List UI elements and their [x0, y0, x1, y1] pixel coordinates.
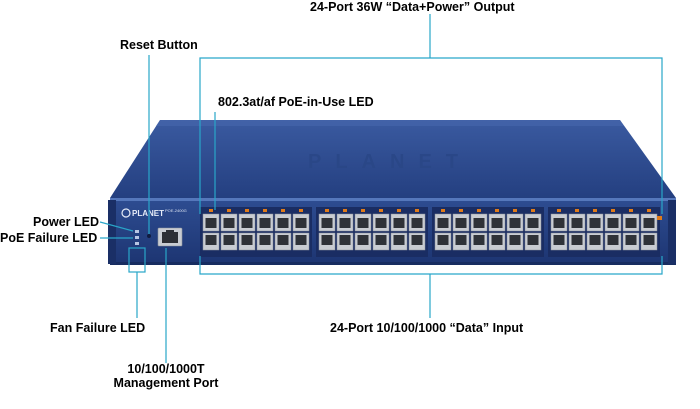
poe-in-use-led — [415, 209, 419, 212]
rj45-socket — [491, 235, 503, 245]
rj45-socket — [643, 235, 655, 245]
status-led-panel — [135, 230, 151, 245]
output-ports-label: 24-Port 36W “Data+Power” Output — [310, 0, 515, 14]
poe-in-use-led — [245, 209, 249, 212]
poe-in-use-led — [441, 209, 445, 212]
poe-in-use-led — [575, 209, 579, 212]
management-port-label: 10/100/1000T Management Port — [108, 362, 224, 390]
rj45-socket — [321, 218, 333, 228]
rj45-socket — [357, 218, 369, 228]
rj45-socket — [553, 235, 565, 245]
rj45-socket — [357, 235, 369, 245]
rj45-socket — [509, 218, 521, 228]
rj45-socket — [259, 235, 271, 245]
rj45-socket — [589, 218, 601, 228]
rj45-socket — [339, 218, 351, 228]
rj45-socket — [295, 218, 307, 228]
poe-in-use-led — [611, 209, 615, 212]
switch-top-cover — [110, 120, 676, 198]
poe-in-use-led — [495, 209, 499, 212]
poe-in-use-led — [227, 209, 231, 212]
rj45-socket — [411, 235, 423, 245]
rj45-socket — [339, 235, 351, 245]
port-array — [200, 207, 660, 257]
rj45-socket — [553, 218, 565, 228]
rj45-socket — [321, 235, 333, 245]
power-led-callout-line — [99, 221, 134, 232]
input-ports-label: 24-Port 10/100/1000 “Data” Input — [330, 321, 524, 335]
rj45-socket — [473, 218, 485, 228]
rj45-socket — [455, 218, 467, 228]
rj45-socket — [205, 235, 217, 245]
rj45-socket — [241, 235, 253, 245]
rj45-socket — [277, 235, 289, 245]
poe-in-use-led — [531, 209, 535, 212]
rj45-socket — [509, 235, 521, 245]
rj45-socket — [277, 218, 289, 228]
management-port-label-line2: Management Port — [113, 376, 219, 390]
input-bracket-line — [199, 256, 663, 275]
rack-ear-left — [108, 200, 116, 264]
poe-in-use-led — [281, 209, 285, 212]
rj45-socket — [223, 235, 235, 245]
rj45-socket — [625, 218, 637, 228]
poe-in-use-led — [209, 209, 213, 212]
side-led — [657, 216, 662, 220]
rj45-socket — [527, 235, 539, 245]
rj45-socket — [455, 235, 467, 245]
model-badge: POE-2400G — [165, 208, 187, 213]
rj45-socket — [491, 218, 503, 228]
rj45-socket — [607, 235, 619, 245]
rj45-socket — [241, 218, 253, 228]
rj45-socket — [375, 218, 387, 228]
reset-button-label: Reset Button — [120, 38, 198, 52]
poe-in-use-led — [647, 209, 651, 212]
rj45-socket — [625, 235, 637, 245]
callout-lines — [99, 14, 663, 363]
rj45-socket — [375, 235, 387, 245]
poe-in-use-led — [459, 209, 463, 212]
lid-logo-emboss: PLANET — [308, 151, 472, 173]
output-bracket-line — [199, 57, 663, 214]
rj45-socket — [473, 235, 485, 245]
poe-in-use-led — [629, 209, 633, 212]
rj45-socket — [295, 235, 307, 245]
rj45-socket — [571, 235, 583, 245]
poe-in-use-led — [325, 209, 329, 212]
poe-in-use-led — [379, 209, 383, 212]
power-led-label: Power LED — [33, 215, 99, 229]
poe-in-use-led — [513, 209, 517, 212]
brand-logo: PLANET — [132, 209, 164, 218]
rj45-socket — [393, 218, 405, 228]
poe-in-use-led — [299, 209, 303, 212]
poe-in-use-led — [361, 209, 365, 212]
rack-ear-right — [668, 200, 676, 264]
reset-button — [147, 234, 151, 238]
rj45-socket — [259, 218, 271, 228]
fan-failure-led-label: Fan Failure LED — [50, 321, 146, 335]
rj45-socket — [527, 218, 539, 228]
rj45-socket — [643, 218, 655, 228]
poe-failure-led-label: PoE Failure LED — [0, 231, 98, 245]
rj45-socket — [571, 218, 583, 228]
poe-in-use-led — [397, 209, 401, 212]
rj45-socket — [437, 218, 449, 228]
rj45-socket — [437, 235, 449, 245]
rj45-socket — [589, 235, 601, 245]
poe-in-use-led — [343, 209, 347, 212]
management-port — [157, 227, 183, 247]
poe-in-use-led — [593, 209, 597, 212]
poe-in-use-led — [263, 209, 267, 212]
poe-in-use-led-label: 802.3at/af PoE-in-Use LED — [218, 95, 374, 109]
rj45-socket — [411, 218, 423, 228]
poe-in-use-led — [477, 209, 481, 212]
rj45-socket — [607, 218, 619, 228]
management-port-label-line1: 10/100/1000T — [127, 362, 205, 376]
rj45-socket — [393, 235, 405, 245]
rj45-socket — [205, 218, 217, 228]
poe-in-use-led — [557, 209, 561, 212]
rj45-socket — [223, 218, 235, 228]
